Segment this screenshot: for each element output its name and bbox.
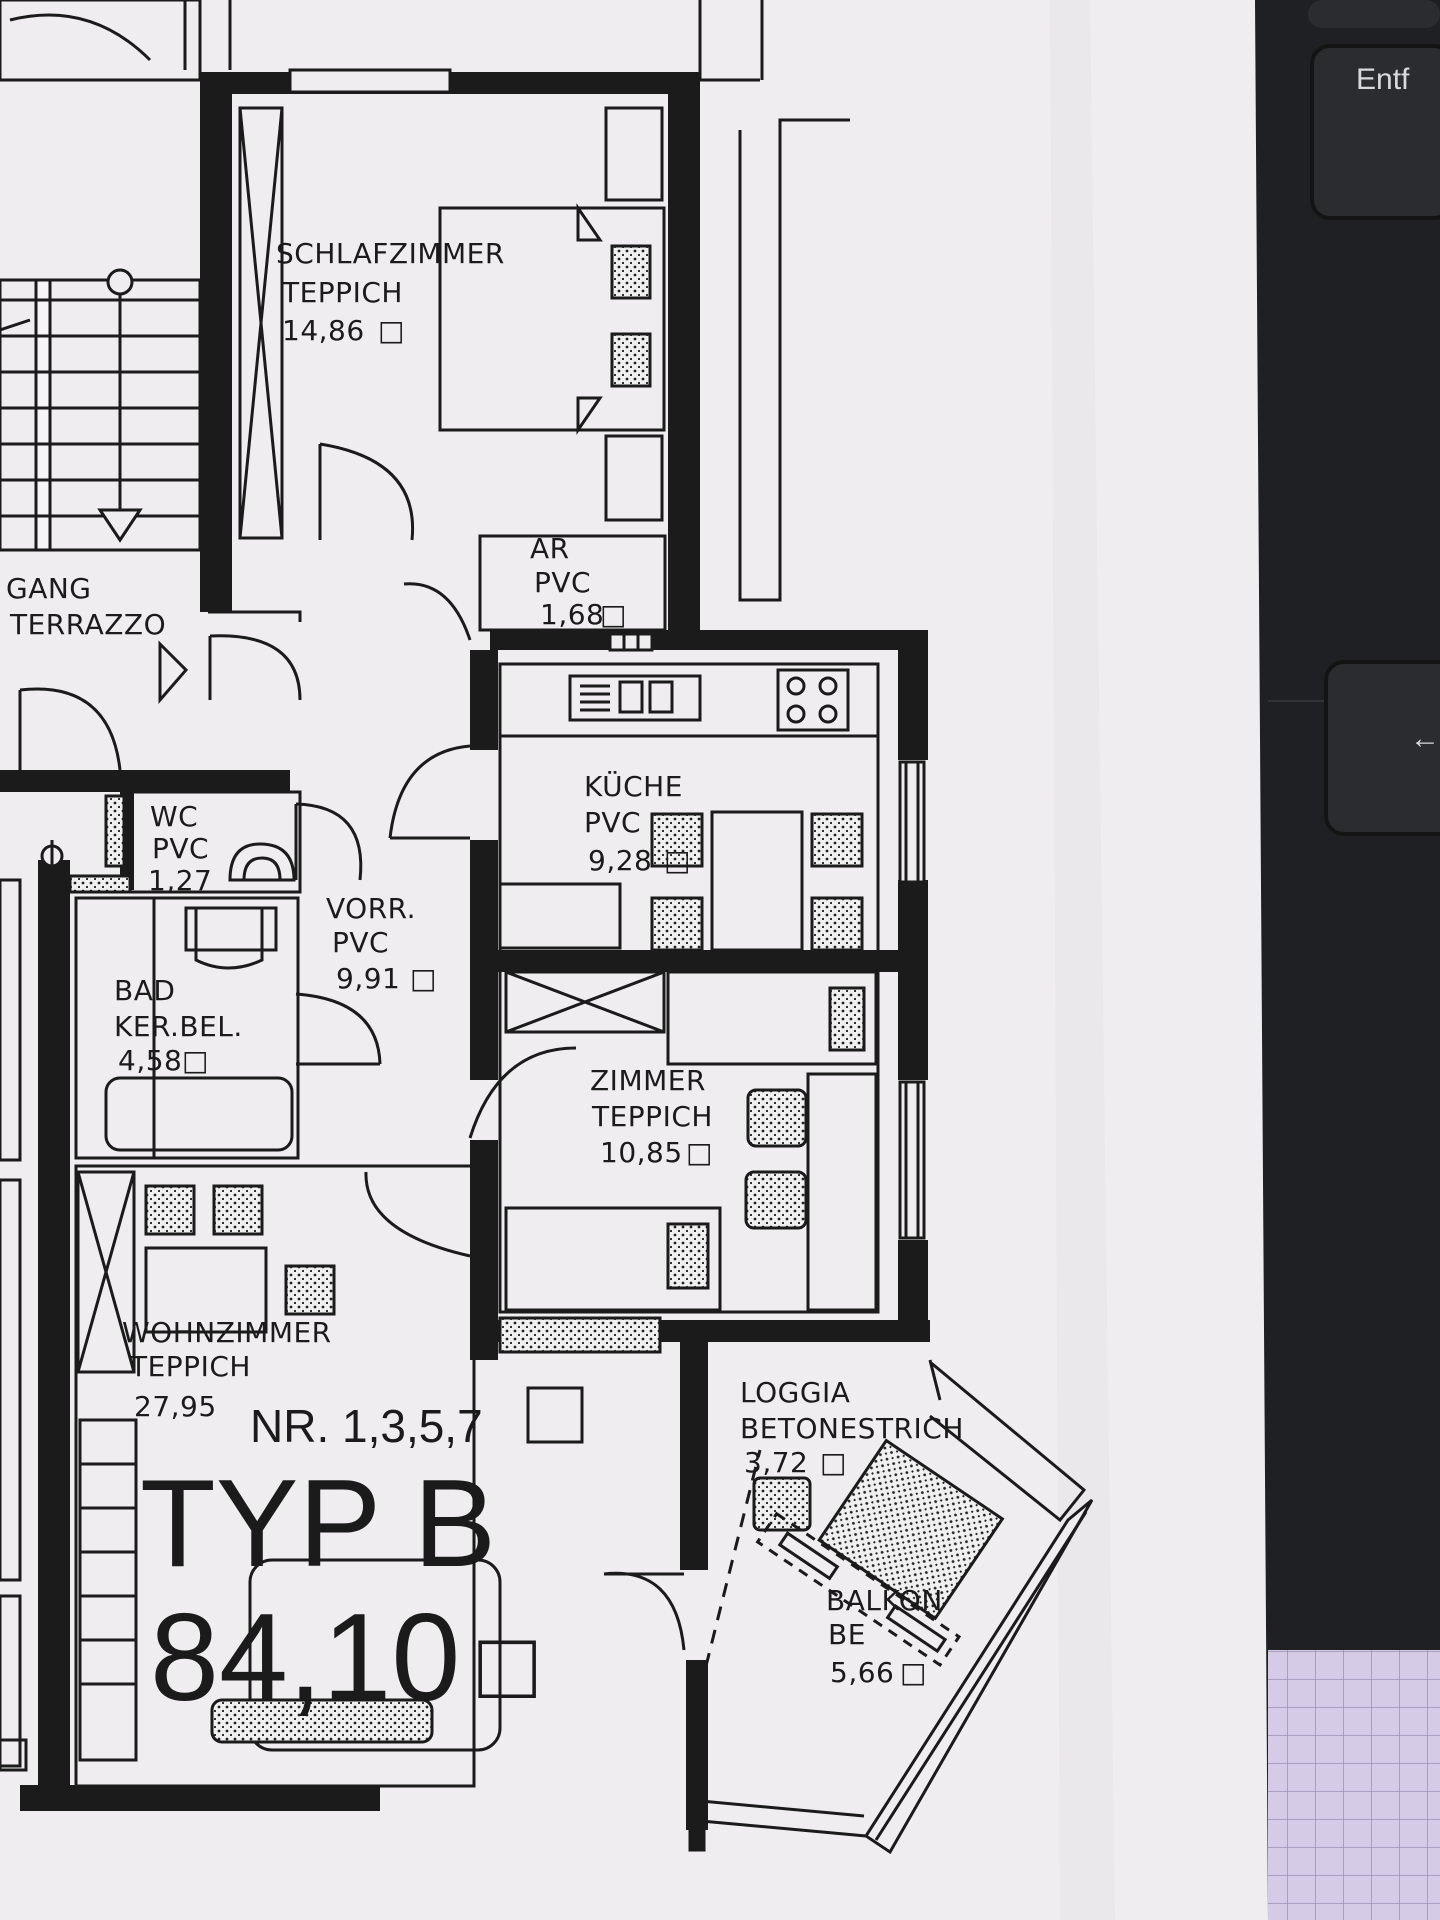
loggia-name: LOGGIA	[740, 1376, 850, 1409]
ar-name: AR	[530, 532, 570, 565]
staircase	[0, 268, 202, 552]
balkon-area: 5,66	[830, 1656, 894, 1689]
area-unit-icon: □	[410, 962, 437, 995]
vorraum-floor: PVC	[332, 926, 389, 959]
area-unit-icon: □	[600, 598, 627, 631]
wohnzimmer-name: WOHNZIMMER	[122, 1316, 332, 1349]
unit-title: NR. 1,3,5,7 TYP B 84,10 □	[140, 1400, 536, 1727]
area-unit-icon: □	[378, 314, 405, 347]
unit-type: TYP B	[140, 1455, 496, 1593]
gang-floor: TERRAZZO	[9, 608, 166, 641]
bad-floor: KER.BEL.	[114, 1010, 243, 1043]
bathroom-furniture	[74, 896, 382, 1160]
key-arrow-left: ←	[1324, 660, 1440, 836]
kueche-floor: PVC	[584, 806, 641, 839]
neighbour-unit	[0, 878, 28, 1772]
key-entf: Entf	[1310, 44, 1440, 220]
area-unit-icon: □	[478, 1612, 536, 1719]
area-unit-icon: □	[686, 1136, 713, 1169]
livingroom-furniture	[74, 1164, 686, 1788]
balkon-name: BALKON	[826, 1584, 943, 1617]
unit-total-area: 84,10	[150, 1589, 460, 1727]
loggia-balcony	[688, 1359, 1094, 1855]
floor-plan	[0, 68, 1094, 1855]
corridor	[18, 610, 302, 771]
vorraum-area: 9,91	[336, 962, 400, 995]
zimmer-floor: TEPPICH	[591, 1100, 713, 1133]
wc-floor: PVC	[152, 832, 209, 865]
bad-name: BAD	[114, 974, 175, 1007]
vorraum-name: VORR.	[326, 892, 416, 925]
gang-name: GANG	[6, 572, 92, 605]
bad-area: 4,58	[118, 1044, 182, 1077]
room-labels: SCHLAFZIMMER TEPPICH 14,86 □ AR PVC 1,68…	[6, 237, 964, 1689]
area-unit-icon: □	[182, 1044, 209, 1077]
balkon-floor: BE	[828, 1618, 866, 1651]
arrow-left-icon: ←	[1410, 722, 1440, 755]
zimmer-name: ZIMMER	[590, 1064, 706, 1097]
schlafzimmer-name: SCHLAFZIMMER	[276, 237, 505, 270]
schlafzimmer-area: 14,86	[282, 314, 365, 347]
bedroom-furniture	[238, 68, 666, 541]
ar-area: 1,68	[540, 598, 604, 631]
key-entf-label: Entf	[1356, 63, 1410, 96]
kitchen-furniture	[388, 662, 926, 954]
wc-area: 1,27	[148, 864, 212, 897]
wc-furniture	[40, 790, 363, 894]
area-unit-icon: □	[820, 1446, 847, 1479]
zimmer-area: 10,85	[600, 1136, 683, 1169]
wc-name: WC	[150, 800, 198, 833]
loggia-floor: BETONESTRICH	[740, 1412, 964, 1445]
keyboard: Entf ←	[1240, 0, 1440, 1920]
area-unit-icon: □	[664, 844, 691, 877]
schlafzimmer-floor: TEPPICH	[281, 276, 403, 309]
unit-numbers: NR. 1,3,5,7	[250, 1400, 483, 1452]
area-unit-icon: □	[900, 1656, 927, 1689]
loggia-area: 3,72	[744, 1446, 808, 1479]
room-zimmer-furniture	[468, 968, 926, 1354]
wohnzimmer-area: 27,95	[134, 1390, 217, 1423]
wohnzimmer-floor: TEPPICH	[129, 1350, 251, 1383]
kueche-area: 9,28	[588, 844, 652, 877]
kueche-name: KÜCHE	[584, 769, 683, 803]
grid-paper	[1268, 1650, 1440, 1920]
ar-floor: PVC	[534, 566, 591, 599]
